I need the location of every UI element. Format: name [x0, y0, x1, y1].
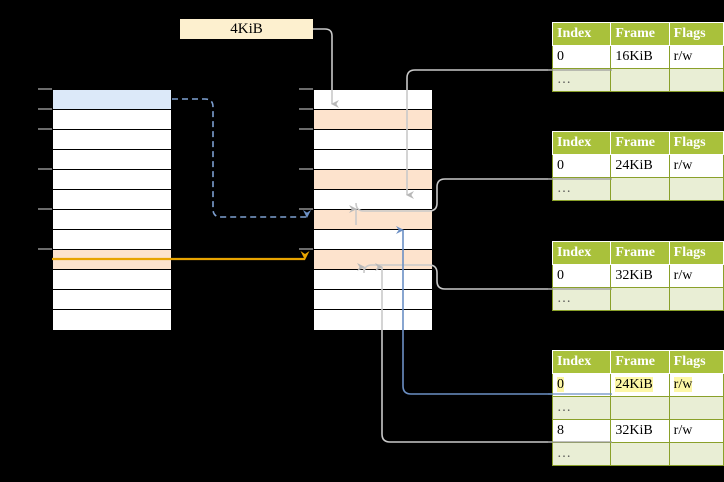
- table-row: …: [551, 396, 724, 420]
- table-cell: [668, 287, 724, 311]
- table-row: …: [551, 68, 724, 92]
- memory-row: [53, 250, 171, 270]
- table-cell: r/w: [668, 154, 724, 178]
- left-column-tick-marks: [38, 88, 52, 250]
- memory-row: [314, 290, 432, 310]
- table-cell: [610, 177, 670, 201]
- middle-column-tick-marks: [299, 88, 313, 250]
- table-row: …: [551, 287, 724, 311]
- memory-row: [314, 110, 432, 130]
- memory-row: [314, 170, 432, 190]
- memory-row: [314, 130, 432, 150]
- memory-row: [53, 190, 171, 210]
- column-header-frame: Frame: [610, 350, 670, 374]
- table-cell: [668, 68, 724, 92]
- left-memory-column: [52, 89, 172, 330]
- table-cell: r/w: [668, 45, 724, 69]
- memory-row: [53, 230, 171, 250]
- table-cell: [668, 442, 724, 466]
- memory-row: [53, 310, 171, 330]
- table-cell: …: [551, 177, 612, 201]
- memory-row: [314, 310, 432, 330]
- table-cell: …: [551, 442, 612, 466]
- column-header-frame: Frame: [610, 22, 670, 46]
- memory-row: [53, 270, 171, 290]
- memory-row: [314, 250, 432, 270]
- memory-row: [53, 90, 171, 110]
- memory-row: [53, 210, 171, 230]
- connector-left-blue-dashed: [172, 98, 311, 218]
- table-cell: 0: [551, 373, 612, 397]
- table-row: 0 24KiB r/w: [551, 373, 724, 397]
- table-cell: 0: [551, 264, 612, 288]
- memory-row: [53, 290, 171, 310]
- column-header-index: Index: [551, 241, 612, 265]
- memory-row: [53, 110, 171, 130]
- table-cell: …: [551, 287, 612, 311]
- table-cell: 16KiB: [610, 45, 670, 69]
- table-cell: 24KiB: [610, 373, 670, 397]
- highlighted-value: 0: [557, 377, 564, 392]
- column-header-index: Index: [551, 350, 612, 374]
- table-cell: 0: [551, 154, 612, 178]
- table-row: …: [551, 442, 724, 466]
- table-cell: 8: [551, 419, 612, 443]
- table-cell: [610, 442, 670, 466]
- memory-row: [53, 130, 171, 150]
- size-label-4kib: 4KiB: [180, 19, 313, 39]
- column-header-index: Index: [551, 131, 612, 155]
- table-cell: [610, 68, 670, 92]
- table-cell: …: [551, 68, 612, 92]
- table-cell: [610, 287, 670, 311]
- table-cell: 24KiB: [610, 154, 670, 178]
- memory-row: [314, 190, 432, 210]
- memory-row: [314, 270, 432, 290]
- table-row: …: [551, 177, 724, 201]
- memory-row: [314, 150, 432, 170]
- table-cell: [668, 396, 724, 420]
- column-header-flags: Flags: [668, 241, 724, 265]
- memory-row: [53, 150, 171, 170]
- highlighted-value: 24KiB: [615, 377, 653, 392]
- column-header-flags: Flags: [668, 22, 724, 46]
- column-header-frame: Frame: [610, 241, 670, 265]
- table-cell: [610, 396, 670, 420]
- table-cell: r/w: [668, 373, 724, 397]
- table-cell: 0: [551, 45, 612, 69]
- table-cell: 32KiB: [610, 264, 670, 288]
- table-cell: r/w: [668, 419, 724, 443]
- table-cell: 32KiB: [610, 419, 670, 443]
- table-cell: [668, 177, 724, 201]
- column-header-flags: Flags: [668, 131, 724, 155]
- memory-row: [314, 230, 432, 250]
- column-header-index: Index: [551, 22, 612, 46]
- highlighted-value: r/w: [673, 377, 693, 392]
- memory-row: [314, 210, 432, 230]
- table-cell: r/w: [668, 264, 724, 288]
- column-header-frame: Frame: [610, 131, 670, 155]
- column-header-flags: Flags: [668, 350, 724, 374]
- middle-memory-column: [313, 89, 433, 330]
- memory-row: [314, 90, 432, 110]
- memory-row: [53, 170, 171, 190]
- table-cell: …: [551, 396, 612, 420]
